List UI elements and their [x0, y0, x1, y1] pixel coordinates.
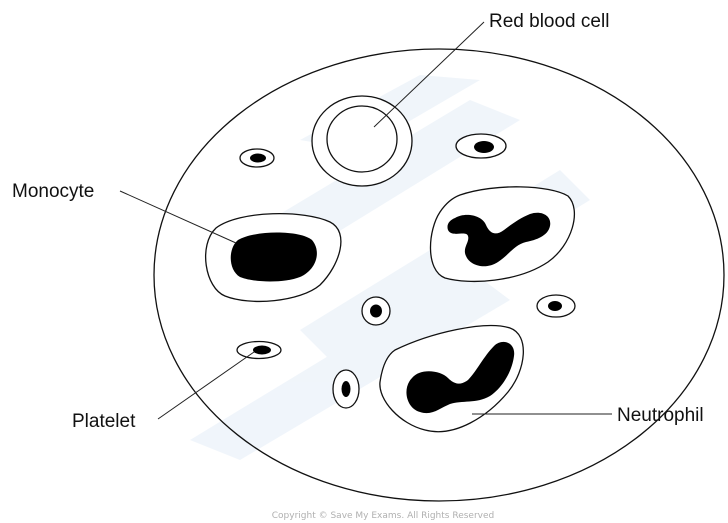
- copyright-notice: Copyright © Save My Exams. All Rights Re…: [272, 511, 494, 521]
- label-neutrophil: Neutrophil: [617, 405, 704, 426]
- monocyte: [206, 214, 341, 302]
- red-blood-cell: [312, 96, 412, 186]
- platelet-center: [362, 297, 390, 325]
- leader-line-platelet: [158, 352, 254, 419]
- label-monocyte: Monocyte: [12, 181, 94, 202]
- platelet-lower: [333, 370, 359, 408]
- platelet-labelled: [237, 342, 281, 359]
- platelet-upper-left: [240, 149, 274, 167]
- leader-line-monocyte: [120, 191, 236, 243]
- platelet-upper-right: [456, 134, 506, 158]
- label-red-blood-cell: Red blood cell: [489, 11, 609, 32]
- platelet-right: [537, 295, 575, 317]
- neutrophil-upper: [430, 187, 574, 282]
- label-platelet: Platelet: [72, 411, 136, 432]
